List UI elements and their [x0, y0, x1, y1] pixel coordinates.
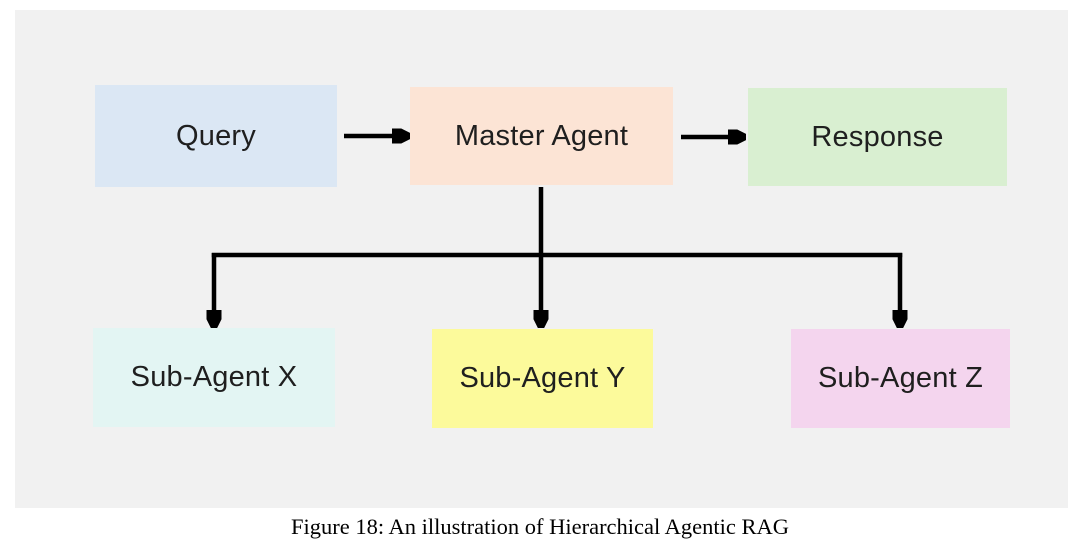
- node-response: Response: [748, 88, 1007, 186]
- node-master-agent: Master Agent: [410, 87, 673, 185]
- node-sub-agent-x: Sub-Agent X: [93, 328, 335, 427]
- node-sub-agent-z: Sub-Agent Z: [791, 329, 1010, 428]
- node-sub-agent-y: Sub-Agent Y: [432, 329, 653, 428]
- node-query: Query: [95, 85, 337, 187]
- figure-caption: Figure 18: An illustration of Hierarchic…: [290, 514, 790, 539]
